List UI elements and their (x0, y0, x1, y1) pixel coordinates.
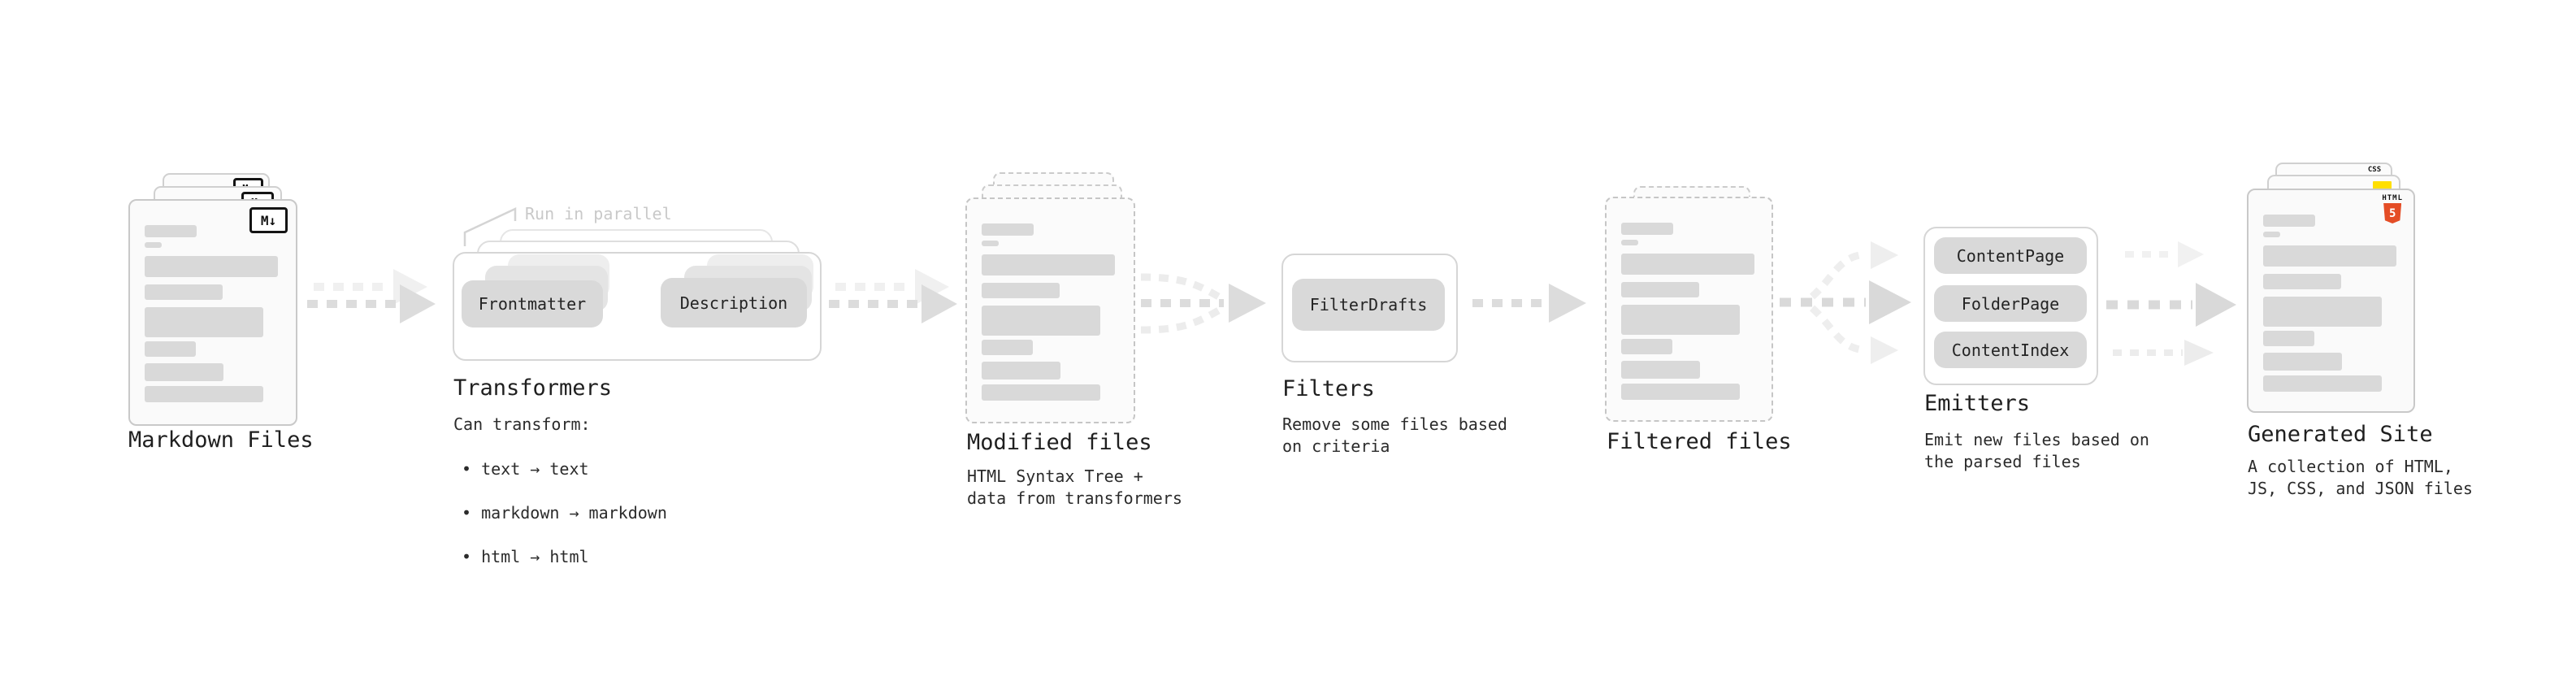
generated-site-description: A collection of HTML, JS, CSS, and JSON … (2248, 457, 2473, 498)
document-placeholder-lines (2263, 215, 2402, 400)
run-in-parallel-leader-line (463, 207, 517, 246)
emitters-label: Emitters (1924, 391, 2031, 416)
html5-icon: HTML 5 (2382, 194, 2403, 223)
filtered-file-document (1605, 197, 1773, 422)
modified-files-description: HTML Syntax Tree + data from transformer… (967, 466, 1182, 508)
filtered-files-label: Filtered files (1607, 429, 1792, 454)
contentpage-pill: ContentPage (1934, 237, 2087, 274)
capability-markdown-to-markdown: • markdown → markdown (462, 503, 667, 523)
markdown-file-document: M↓ (128, 199, 297, 426)
transformers-description-heading: Can transform: (453, 414, 591, 434)
filters-description: Remove some files based on criteria (1282, 414, 1507, 456)
capability-html-to-html: • html → html (462, 547, 589, 566)
arrow-filtered-to-emitters (1780, 241, 1911, 364)
css-icon-word: CSS (2367, 166, 2382, 174)
frontmatter-pill: Frontmatter (462, 280, 603, 327)
transformers-capability-list: • text → text • markdown → markdown • ht… (462, 436, 667, 590)
emitters-description: Emit new files based on the parsed files (1924, 430, 2149, 471)
modified-files-label: Modified files (967, 430, 1152, 455)
capability-text-to-text: • text → text (462, 459, 589, 479)
markdown-icon: M↓ (249, 207, 288, 233)
html5-icon-word: HTML (2382, 194, 2403, 202)
modified-file-document (965, 197, 1135, 423)
document-placeholder-lines (982, 223, 1122, 410)
arrow-transformers-to-modified (829, 269, 957, 323)
html5-icon-shield: 5 (2383, 203, 2402, 223)
generated-site-document: HTML 5 (2247, 189, 2415, 413)
js-icon (2373, 181, 2392, 190)
document-placeholder-lines (145, 225, 284, 413)
markdown-files-label: Markdown Files (128, 427, 314, 453)
arrow-modified-to-filters (1140, 273, 1266, 334)
filters-label: Filters (1282, 376, 1375, 401)
description-pill: Description (661, 278, 807, 327)
contentindex-pill: ContentIndex (1934, 332, 2087, 368)
generated-site-label: Generated Site (2248, 422, 2433, 447)
document-placeholder-lines (1621, 223, 1760, 409)
folderpage-pill: FolderPage (1934, 285, 2087, 322)
arrow-filters-to-filtered (1472, 284, 1586, 323)
filterdrafts-pill: FilterDrafts (1292, 279, 1445, 331)
transformers-label: Transformers (453, 375, 613, 401)
arrow-emitters-to-generated (2106, 241, 2236, 366)
arrow-markdown-to-transformers (307, 269, 436, 323)
run-in-parallel-note: Run in parallel (525, 204, 672, 223)
